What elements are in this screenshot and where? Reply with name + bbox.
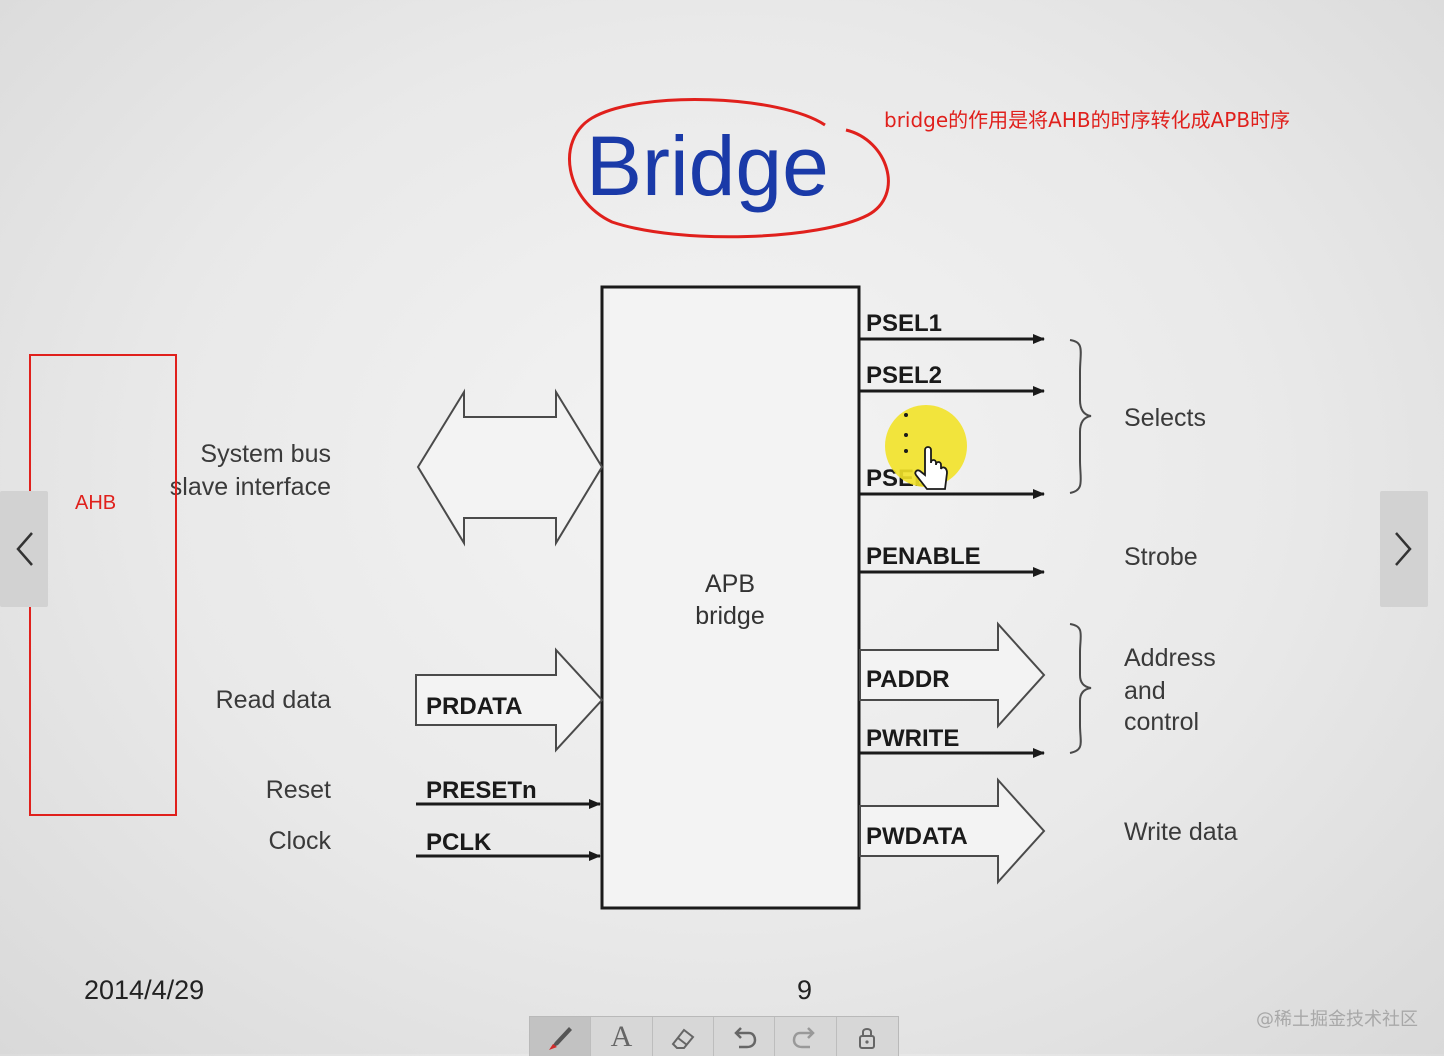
slide-date: 2014/4/29 — [84, 975, 205, 1005]
address-label-line1: Address — [1124, 644, 1216, 672]
address-label-line3: control — [1124, 708, 1199, 736]
psel2-label: PSEL2 — [866, 362, 942, 389]
reset-label: Reset — [266, 776, 331, 804]
lock-button[interactable] — [837, 1017, 898, 1056]
title-circle-annotation — [568, 98, 890, 239]
system-bus-double-arrow — [416, 388, 604, 547]
pen-tool-button[interactable] — [530, 1017, 592, 1056]
lock-icon — [859, 1027, 876, 1049]
strobe-label: Strobe — [1124, 543, 1198, 571]
previous-slide-button[interactable] — [0, 491, 48, 607]
chevron-left-icon — [16, 532, 33, 566]
pwdata-arrow — [859, 777, 1046, 885]
ahb-label: AHB — [75, 492, 117, 514]
eraser-icon — [671, 1028, 695, 1049]
system-bus-label-line2: slave interface — [170, 473, 331, 501]
annotation-text: bridge的作用是将AHB的时序转化成APB时序 — [884, 108, 1291, 132]
clock-label: Clock — [268, 827, 331, 855]
prdata-label: PRDATA — [426, 693, 522, 720]
paddr-arrow — [859, 621, 1046, 729]
apb-box-label-line2: bridge — [695, 602, 765, 630]
pen-icon — [549, 1026, 573, 1050]
read-data-label: Read data — [216, 686, 331, 714]
apb-bridge-box — [600, 285, 861, 910]
slide-page-number: 9 — [797, 975, 813, 1005]
pwdata-label: PWDATA — [866, 823, 968, 850]
prdata-arrow — [415, 647, 604, 753]
eraser-tool-button[interactable] — [653, 1017, 714, 1056]
system-bus-label-line1: System bus — [200, 440, 331, 468]
pwrite-label: PWRITE — [866, 725, 959, 752]
selects-brace — [1069, 339, 1092, 494]
watermark: @稀土掘金技术社区 — [1256, 1009, 1418, 1030]
psel1-label: PSEL1 — [866, 310, 942, 337]
chevron-right-icon — [1395, 532, 1412, 566]
selects-label: Selects — [1124, 404, 1206, 432]
apb-box-label-line1: APB — [705, 570, 755, 598]
slide-title: Bridge — [586, 119, 829, 213]
text-icon: A — [610, 1019, 633, 1053]
ahb-annotation-box — [29, 354, 177, 816]
address-brace — [1069, 623, 1092, 754]
address-label-line2: and — [1124, 677, 1166, 705]
write-data-label: Write data — [1124, 818, 1238, 846]
hand-cursor-icon — [904, 413, 948, 490]
redo-icon — [793, 1026, 816, 1048]
undo-button[interactable] — [714, 1017, 776, 1056]
redo-button[interactable] — [775, 1017, 837, 1056]
presetn-label: PRESETn — [426, 777, 537, 804]
undo-icon — [734, 1026, 757, 1048]
next-slide-button[interactable] — [1380, 491, 1428, 607]
paddr-label: PADDR — [866, 666, 950, 693]
text-tool-button[interactable]: A — [591, 1017, 653, 1056]
penable-label: PENABLE — [866, 543, 981, 570]
pclk-label: PCLK — [426, 829, 492, 856]
annotation-toolbar: A — [529, 1016, 899, 1056]
